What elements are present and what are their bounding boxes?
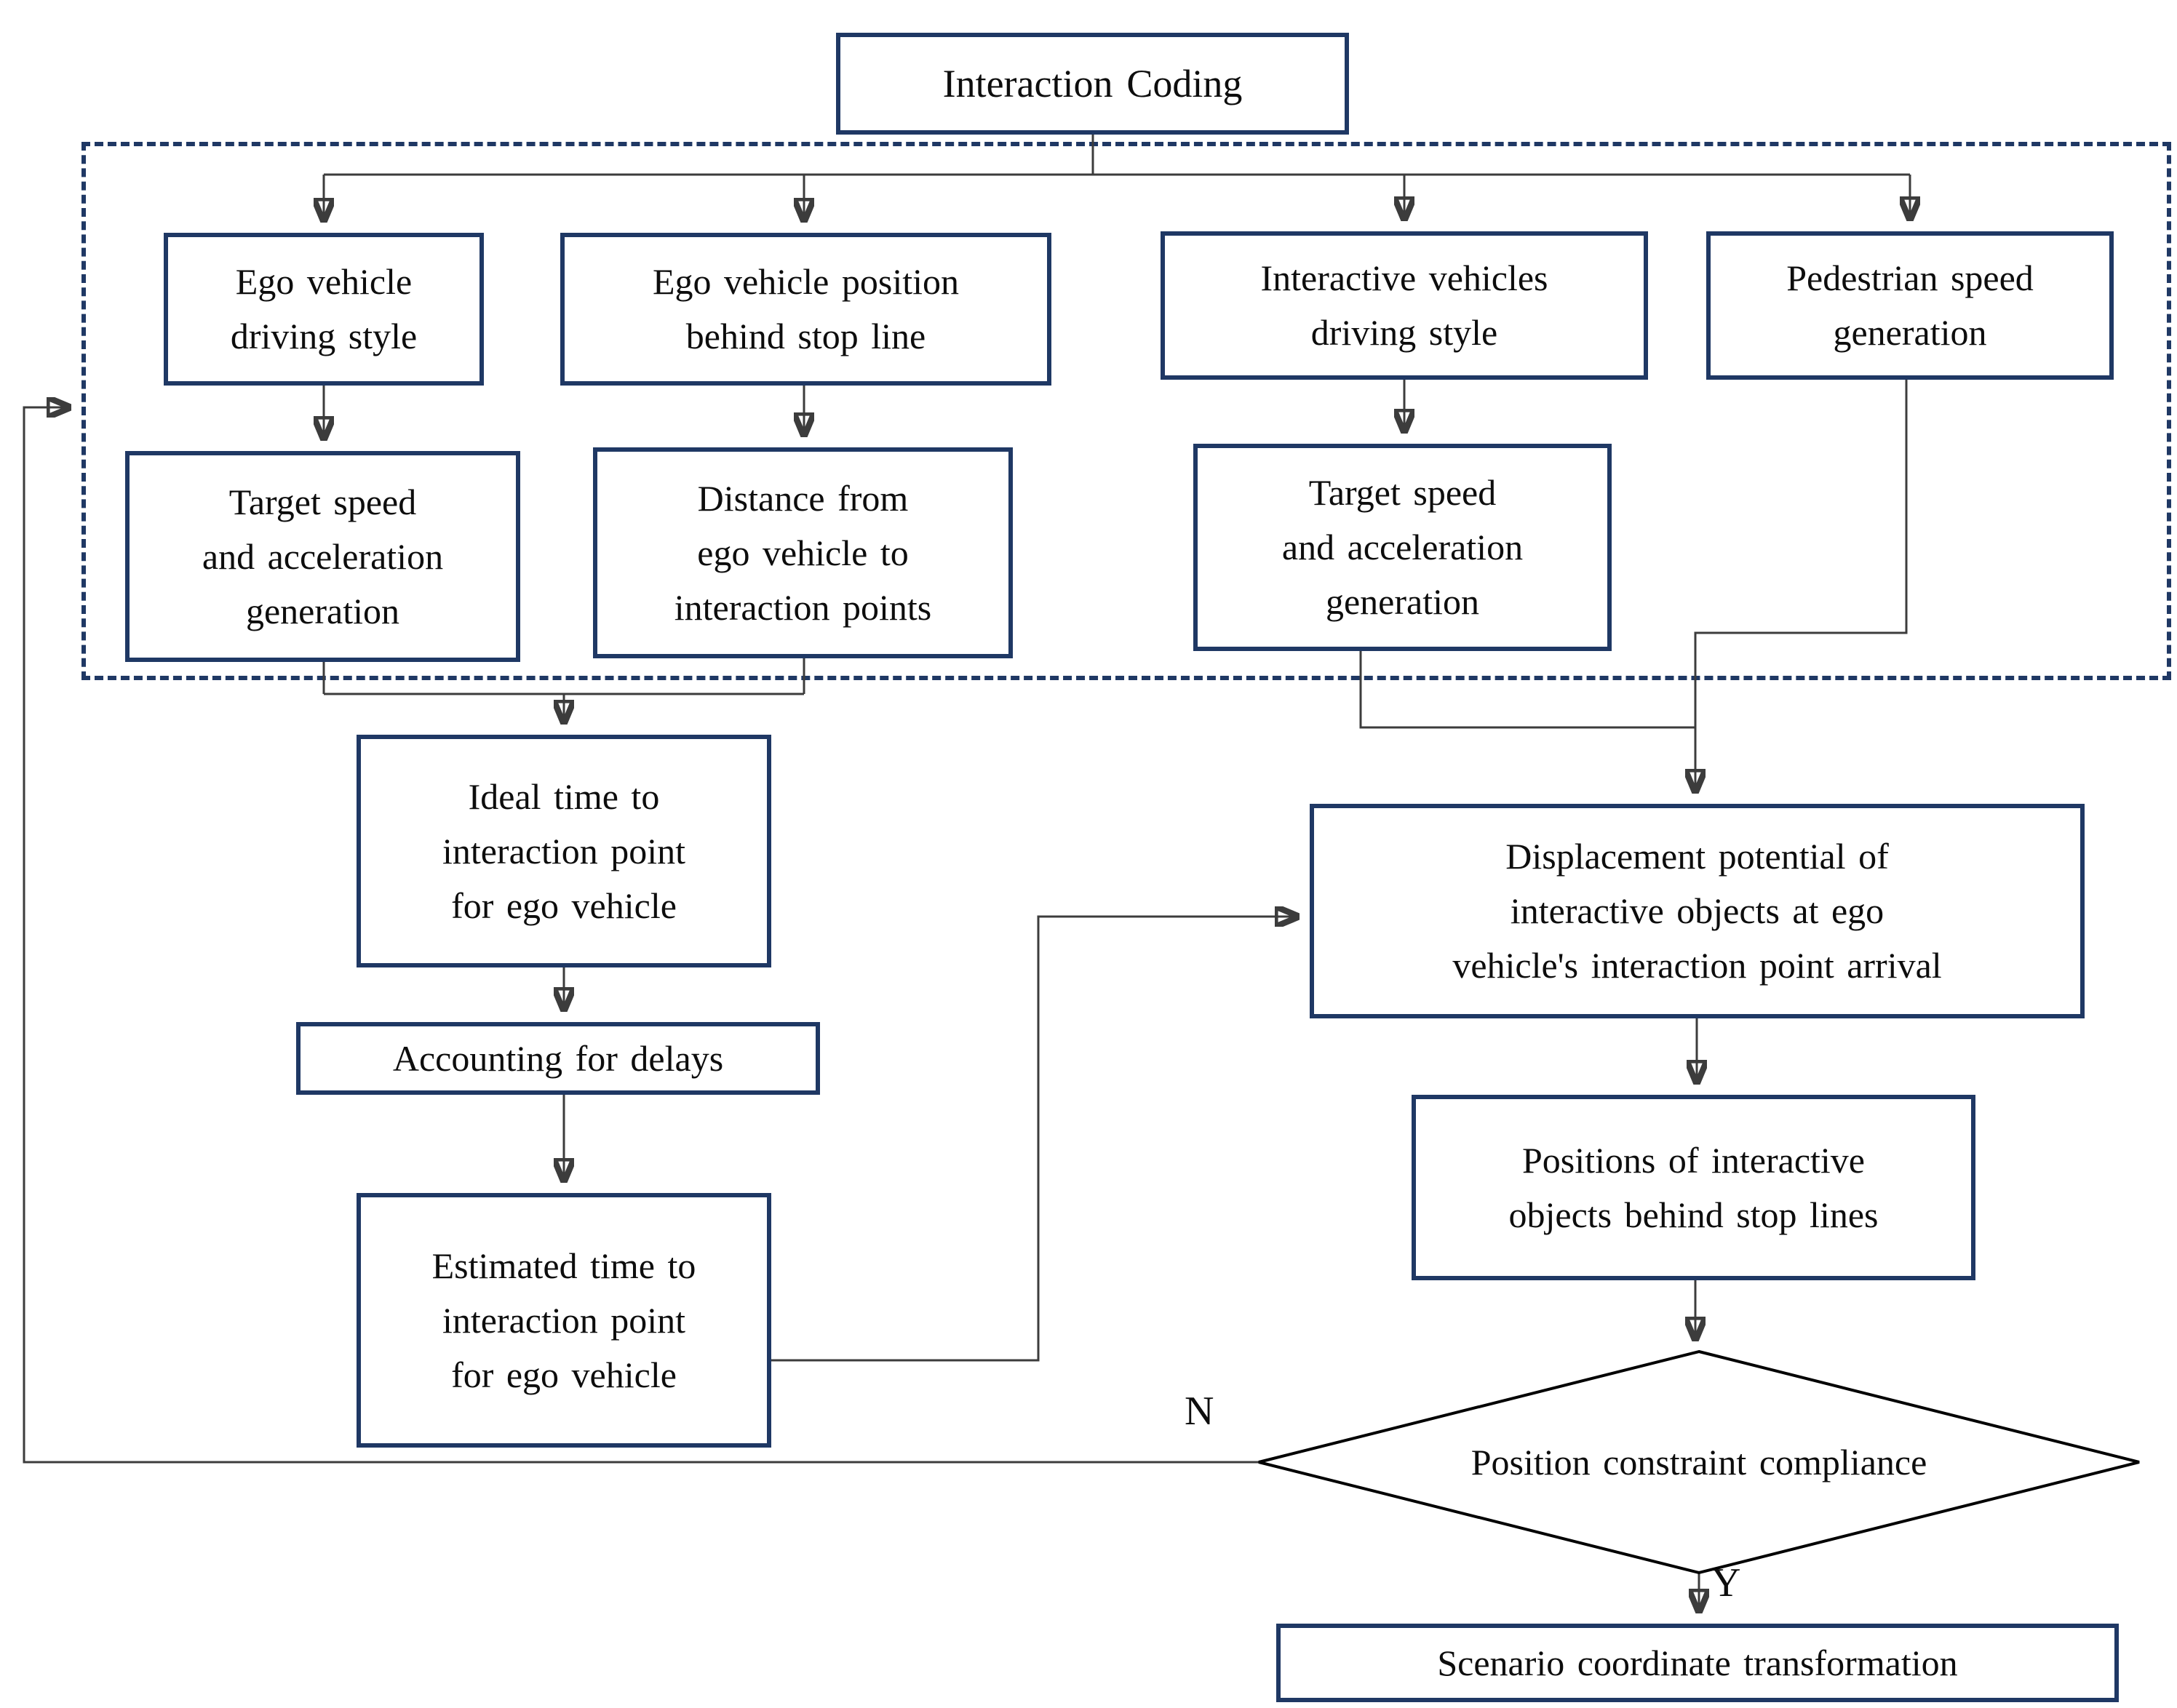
node-displacement-potential: Displacement potential of interactive ob… [1310,804,2085,1018]
node-ego-vehicle-position: Ego vehicle position behind stop line [560,233,1051,386]
edge-diamond-no-feedback [23,407,1259,1464]
node-estimated-time: Estimated time to interaction point for … [357,1193,771,1448]
node-interactive-vehicles-driving-style: Interactive vehicles driving style [1161,231,1648,380]
node-scenario-coordinate-transformation: Scenario coordinate transformation [1276,1624,2119,1702]
node-target-speed-ego: Target speed and acceleration generation [125,451,520,662]
node-distance-to-interaction-points: Distance from ego vehicle to interaction… [593,447,1013,658]
node-positions-behind-stop-lines: Positions of interactive objects behind … [1412,1095,1975,1280]
label-branch-yes: Y [1711,1560,1741,1605]
decision-diamond-shape [1258,1349,2140,1575]
interaction-coding-dashed-group [81,142,2171,680]
node-ideal-time: Ideal time to interaction point for ego … [357,735,771,967]
edge-targetint-join [1359,651,1695,729]
node-target-speed-interactive: Target speed and acceleration generation [1193,444,1612,651]
edge-estimated-to-displacement [771,917,1300,1362]
node-interaction-coding: Interaction Coding [836,33,1349,135]
edge-ped-to-displacement [1695,380,1908,794]
label-branch-no: N [1185,1389,1214,1434]
node-pedestrian-speed-generation: Pedestrian speed generation [1706,231,2114,380]
node-ego-vehicle-driving-style: Ego vehicle driving style [164,233,484,386]
node-position-constraint-compliance: Position constraint compliance [1470,1442,1927,1482]
node-accounting-for-delays: Accounting for delays [296,1022,820,1095]
